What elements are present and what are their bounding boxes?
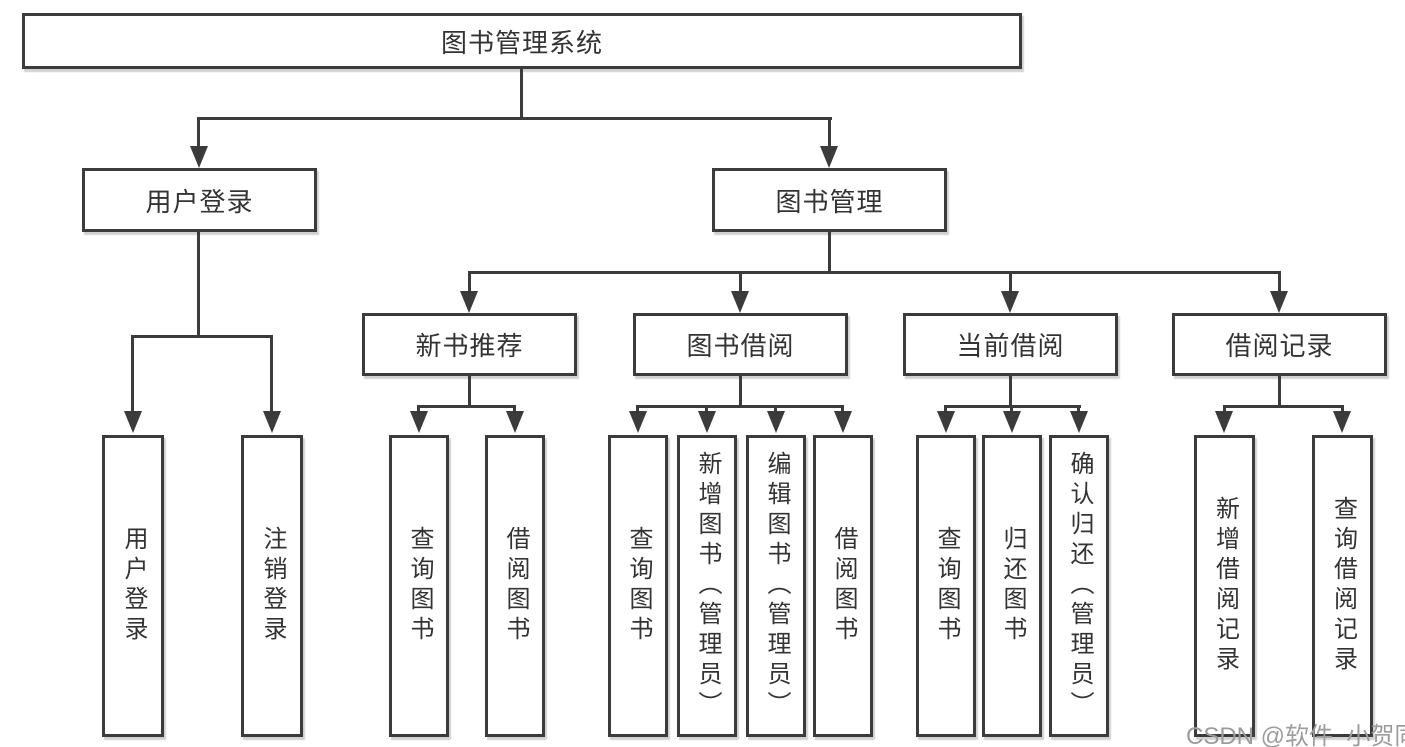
node-book-borrowing: 图书借阅	[633, 313, 848, 376]
node-new-book-recommend: 新书推荐	[362, 313, 577, 376]
node-library-system: 图书管理系统	[22, 13, 1022, 69]
connector-drop-borrowing-records	[1278, 271, 1281, 293]
node-library-system-label: 图书管理系统	[440, 27, 603, 58]
connector-drop-book-management	[828, 117, 831, 148]
connector-book-management-rail	[468, 271, 1281, 274]
arrowhead-user-login	[190, 146, 208, 168]
node-current-borrowing-label: 当前借阅	[956, 331, 1065, 361]
connector-recommend-rail	[417, 405, 516, 408]
connector-drop-leaf-user-login	[131, 335, 134, 413]
leaf-edit-book-admin-label: 编辑图书（管理员）	[763, 451, 790, 721]
leaf-confirm-return-admin-label: 确认归还（管理员）	[1066, 451, 1093, 721]
connector-user-login-stem	[197, 232, 200, 337]
node-borrowing-records-label: 借阅记录	[1225, 331, 1334, 361]
connector-recommend-stem	[468, 376, 471, 407]
arrowhead-borrow-books-borrowing	[834, 411, 852, 433]
leaf-confirm-return-admin: 确认归还（管理员）	[1049, 435, 1109, 737]
leaf-logout: 注销登录	[241, 435, 303, 737]
arrowhead-add-book-admin	[698, 411, 716, 433]
connector-drop-query-borrow-record	[1341, 405, 1344, 413]
arrowhead-leaf-logout	[263, 411, 281, 433]
arrowhead-query-books-current	[937, 411, 955, 433]
leaf-return-books: 归还图书	[982, 435, 1042, 737]
node-user-login: 用户登录	[82, 168, 317, 232]
leaf-query-books-current-label: 查询图书	[933, 526, 960, 646]
arrowhead-borrowing-records	[1270, 291, 1288, 313]
connector-root-rail	[197, 117, 832, 120]
connector-drop-query-books-recommend	[417, 405, 420, 413]
arrowhead-add-borrow-record	[1215, 411, 1233, 433]
connector-drop-add-book-admin	[705, 405, 708, 413]
connector-drop-add-borrow-record	[1223, 405, 1226, 413]
connector-book-management-stem	[828, 232, 831, 273]
arrowhead-edit-book-admin	[767, 411, 785, 433]
arrowhead-leaf-user-login	[124, 411, 142, 433]
leaf-query-books-current: 查询图书	[916, 435, 976, 737]
connector-drop-user-login	[197, 117, 200, 148]
connector-drop-borrow-books-recommend	[513, 405, 516, 413]
leaf-logout-label: 注销登录	[259, 526, 286, 646]
leaf-user-login: 用户登录	[102, 435, 164, 737]
arrowhead-query-books-borrowing	[629, 411, 647, 433]
leaf-query-books-recommend-label: 查询图书	[406, 526, 433, 646]
connector-drop-return-books	[1010, 405, 1013, 413]
arrowhead-query-borrow-record	[1333, 411, 1351, 433]
node-new-book-recommend-label: 新书推荐	[415, 331, 524, 361]
leaf-query-books-borrowing-label: 查询图书	[625, 526, 652, 646]
connector-root-stem	[520, 69, 523, 117]
connector-records-stem	[1278, 376, 1281, 407]
connector-borrowing-rail	[636, 405, 844, 408]
leaf-add-borrow-record-label: 新增借阅记录	[1211, 496, 1239, 676]
arrowhead-current-borrowing	[1001, 291, 1019, 313]
arrowhead-query-books-recommend	[410, 411, 428, 433]
watermark-text: CSDN @软件_小贺同学	[1186, 723, 1405, 747]
leaf-add-borrow-record: 新增借阅记录	[1194, 435, 1255, 737]
leaf-borrow-books-recommend-label: 借阅图书	[502, 526, 529, 646]
connector-drop-query-books-borrowing	[636, 405, 639, 413]
arrowhead-borrow-books-recommend	[506, 411, 524, 433]
leaf-borrow-books-recommend: 借阅图书	[485, 435, 545, 737]
leaf-query-borrow-record: 查询借阅记录	[1312, 435, 1373, 737]
leaf-add-book-admin-label: 新增图书（管理员）	[694, 451, 721, 721]
leaf-return-books-label: 归还图书	[999, 526, 1026, 646]
connector-user-login-rail	[131, 335, 273, 338]
connector-drop-new-book-recommend	[468, 271, 471, 293]
leaf-query-books-borrowing: 查询图书	[608, 435, 668, 737]
connector-drop-leaf-logout	[270, 335, 273, 413]
leaf-user-login-label: 用户登录	[120, 526, 147, 646]
connector-drop-current-borrowing	[1009, 271, 1012, 293]
leaf-borrow-books-borrowing: 借阅图书	[813, 435, 873, 737]
node-book-management-label: 图书管理	[775, 186, 884, 217]
node-current-borrowing: 当前借阅	[903, 313, 1118, 376]
connector-drop-query-books-current	[944, 405, 947, 413]
connector-drop-confirm-return-admin	[1077, 405, 1080, 413]
leaf-edit-book-admin: 编辑图书（管理员）	[746, 435, 806, 737]
arrowhead-confirm-return-admin	[1070, 411, 1088, 433]
connector-drop-book-borrowing	[739, 271, 742, 293]
connector-current-stem	[1009, 376, 1012, 407]
node-borrowing-records: 借阅记录	[1172, 313, 1387, 376]
arrowhead-book-borrowing	[731, 291, 749, 313]
connector-borrowing-stem	[739, 376, 742, 407]
leaf-add-book-admin: 新增图书（管理员）	[677, 435, 737, 737]
arrowhead-book-management	[820, 146, 838, 168]
leaf-query-borrow-record-label: 查询借阅记录	[1329, 496, 1357, 676]
connector-drop-borrow-books-borrowing	[841, 405, 844, 413]
leaf-query-books-recommend: 查询图书	[389, 435, 449, 737]
arrowhead-return-books	[1003, 411, 1021, 433]
node-user-login-label: 用户登录	[145, 186, 254, 217]
arrowhead-new-book-recommend	[460, 291, 478, 313]
connector-drop-edit-book-admin	[774, 405, 777, 413]
leaf-borrow-books-borrowing-label: 借阅图书	[830, 526, 857, 646]
node-book-management: 图书管理	[712, 168, 947, 232]
node-book-borrowing-label: 图书借阅	[686, 331, 795, 361]
connector-records-rail	[1223, 405, 1343, 408]
